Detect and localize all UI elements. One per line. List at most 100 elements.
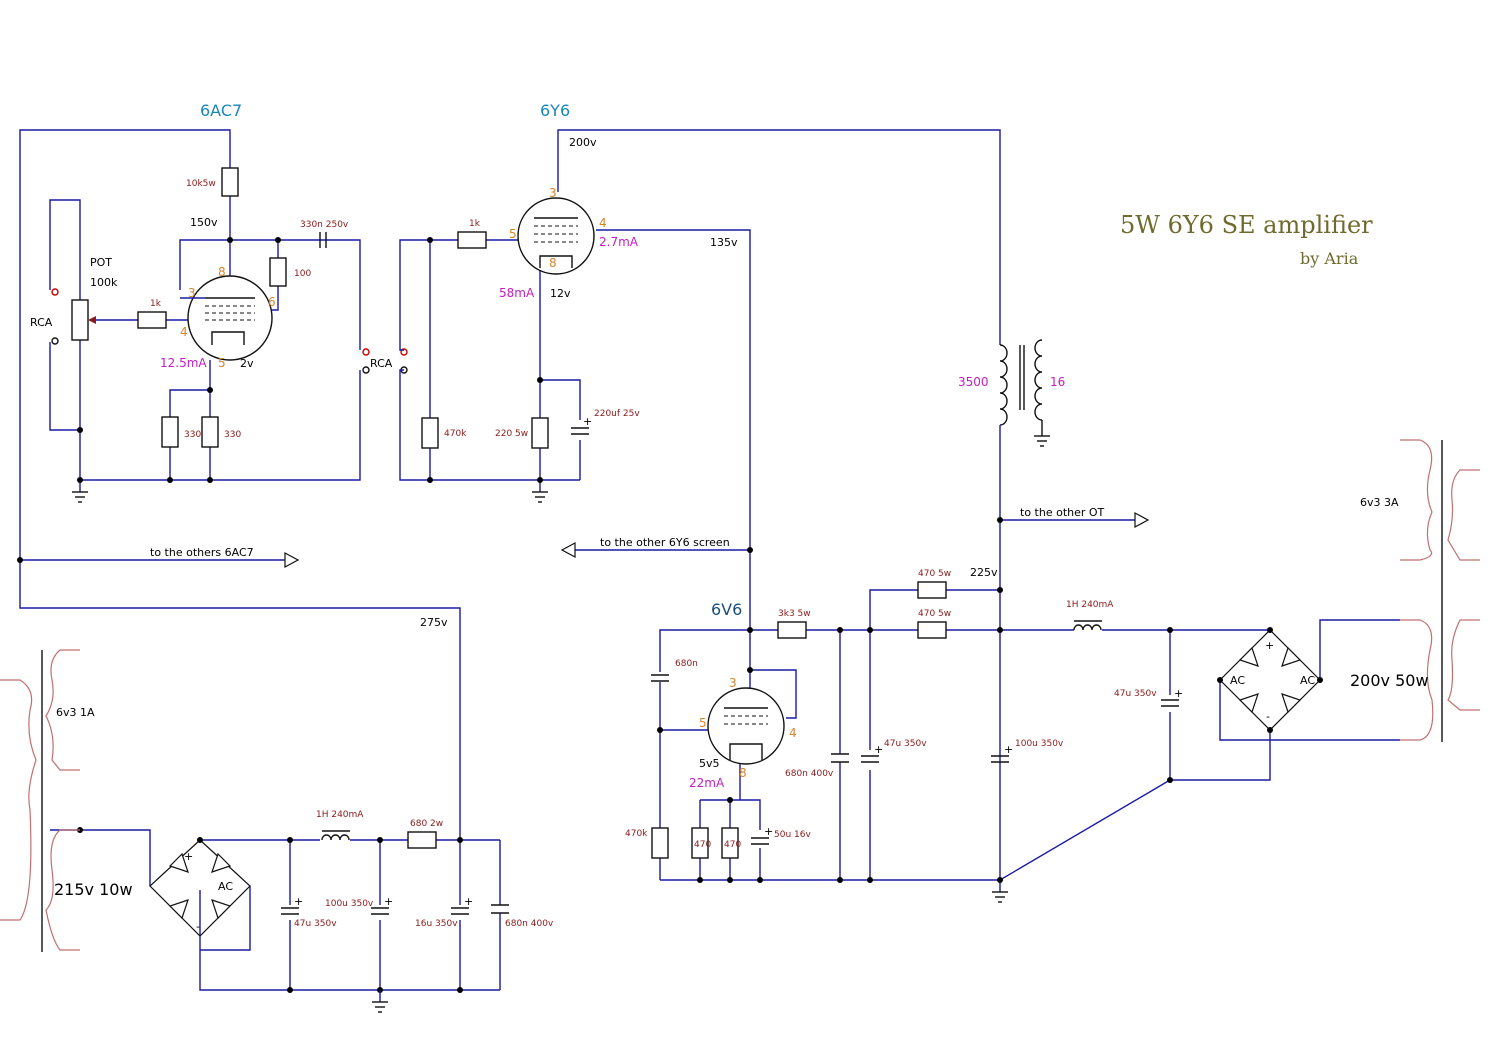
svg-text:+: + [294,895,303,908]
pin-6y6-3: 3 [549,186,557,200]
capacitor-680n-input: 680n 400v [491,904,554,929]
junctions-psu-input [287,837,463,993]
resistor-1k-label: 1k [150,299,162,309]
resistor-470k-reg: 470k [625,827,669,859]
coupling-cap: 330n 250v [300,220,349,248]
capacitor-50u: + 50u 16v [751,825,811,845]
junctions-input [17,237,281,563]
resistor-1k-6y6-label: 1k [469,219,481,229]
capacitor-47u-psu-a: + 47u 350v [861,739,927,763]
resistor-470-5w-top: 470 5w [917,569,951,599]
rca-input-pin [51,288,59,296]
coupling-cap-label: 330n 250v [300,220,349,230]
pin-6v6-3: 3 [729,676,737,690]
capacitor-50u-label: 50u 16v [774,830,811,840]
bridge-input-minus: - [196,920,200,933]
resistor-100: 100 [269,257,311,287]
resistor-220-label: 220 5w [495,429,528,439]
resistor-470-5w-mid: 470 5w [917,609,951,639]
pin-6v6-5: 5 [699,716,707,730]
rca-link-label: RCA [370,357,393,370]
capacitor-680n-top-label: 680n [675,659,698,669]
resistor-10k-label: 10k5w [186,179,216,189]
tube-6ac7: 8 3 6 4 5 [180,265,276,370]
capacitor-47u-psu-b: + 47u 350v [1114,687,1183,707]
pin-6ac7-5: 5 [218,356,226,370]
resistor-470k-label: 470k [444,429,467,439]
pin-6v6-4: 4 [789,726,797,740]
capacitor-47u-input: + 47u 350v [281,895,337,929]
ot-secondary-impedance: 16 [1050,375,1065,389]
psu-output-voltage: 225v [970,566,998,579]
arrow-to-others-6ac7 [284,551,300,569]
capacitor-680n-bypass: 680n 400v [785,753,849,779]
pin-6y6-4: 4 [599,216,607,230]
resistor-330-b-label: 330 [224,430,241,440]
choke-psu-output-label: 1H 240mA [1066,600,1114,610]
capacitor-100u-input-label: 100u 350v [325,899,374,909]
resistor-470-b-label: 470 [724,840,741,850]
tube-label-6v6: 6V6 [711,600,742,619]
resistor-680-2w-label: 680 2w [410,819,443,829]
power-transformer-main: 6v3 3A 200v 50w [1350,439,1480,742]
svg-text:+: + [1174,687,1183,700]
pin-6ac7-8: 8 [218,265,226,279]
pot-label: POT [90,256,112,269]
cathode-voltage-6ac7: 2v [240,357,254,370]
plate-voltage-150: 150v [190,216,218,229]
capacitor-47u-input-label: 47u 350v [294,919,337,929]
junctions-regulator [657,517,1173,883]
resistor-470-5w-mid-label: 470 5w [918,609,951,619]
svg-text:+: + [384,895,393,908]
tube-6v6: 3 5 4 8 [699,676,797,780]
resistor-330-b: 330 [201,416,241,448]
resistor-470k-reg-label: 470k [625,829,648,839]
output-transformer: 3500 16 [958,339,1065,447]
psu-input-voltage: 275v [420,616,448,629]
pin-6ac7-4: 4 [180,325,188,339]
bridge-rectifier-main: + - AC AC [1217,619,1400,741]
bridge-input-plus: + [184,850,193,863]
input-stage-wiring [19,129,461,840]
cathode-current-6v6: 22mA [689,776,725,790]
tube-label-6ac7: 6AC7 [200,101,242,120]
rca-link-pin-b [400,348,408,356]
hv-winding-input: 215v 10w [54,880,133,899]
rca-link-ground-a [362,366,370,374]
bridge-main-minus: - [1266,710,1270,723]
choke-psu-input: 1H 240mA [316,810,364,841]
resistor-3k3-label: 3k3 5w [778,609,811,619]
cathode-current-6ac7: 12.5mA [160,356,207,370]
resistor-330-a: 330 [161,416,201,448]
resistor-330-a-label: 330 [184,430,201,440]
capacitor-47u-psu-b-label: 47u 350v [1114,689,1157,699]
ground-symbol-1 [72,480,88,503]
capacitor-220uf-label: 220uf 25v [594,409,640,419]
resistor-3k3: 3k3 5w [777,609,811,639]
bridge-main-plus: + [1265,639,1274,652]
pot-value: 100k [90,276,118,289]
ot-primary-impedance: 3500 [958,375,989,389]
resistor-470k: 470k [421,417,467,449]
screen-current-6y6: 2.7mA [599,235,639,249]
resistor-1k-grid: 1k [137,299,167,329]
volume-pot: POT 100k [71,256,118,341]
cathode-voltage-6y6: 12v [550,287,571,300]
feed-label-screen: to the other 6Y6 screen [600,536,730,549]
arrow-to-other-screen [560,541,576,559]
resistor-1k-6y6: 1k [457,219,487,249]
capacitor-100u-input: + 100u 350v [325,895,393,915]
author: by Aria [1300,249,1359,268]
bridge-main-ac-left: AC [1230,674,1245,687]
resistor-220: 220 5w [495,417,549,449]
choke-psu-output: 1H 240mA [1066,600,1114,631]
ground-symbol-2 [532,480,548,503]
svg-text:+: + [874,743,883,756]
svg-text:+: + [583,415,592,428]
arrow-to-other-ot [1134,511,1150,529]
capacitor-680n-input-label: 680n 400v [505,919,554,929]
tube-label-6y6: 6Y6 [540,101,570,120]
power-transformer-input: 6v3 1A 215v 10w [0,649,133,952]
